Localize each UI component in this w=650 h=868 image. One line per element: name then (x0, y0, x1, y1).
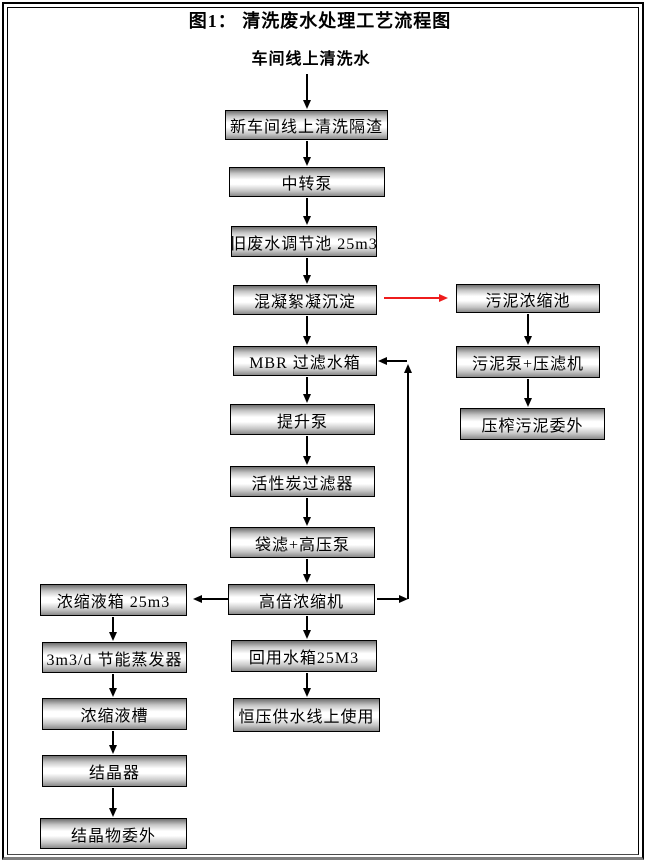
arrow-recycle-into-mbr (387, 360, 407, 362)
arrow-concentrate-tank-to-evaporator (112, 617, 114, 632)
arrow-thickener-to-sludge-pump (527, 314, 529, 336)
node-coagulation-sedimentation: 混凝絮凝沉淀 (233, 285, 377, 315)
node-pressed-sludge-outsourced: 压榨污泥委外 (460, 408, 605, 440)
arrow-equalization-to-coagulation (306, 258, 308, 275)
arrow-recycle-riser-up (407, 373, 409, 599)
arrow-crystallizer-to-outsourced (112, 788, 114, 808)
arrow-transfer-pump-to-equalization (306, 198, 308, 216)
node-activated-carbon-filter: 活性炭过滤器 (230, 466, 375, 497)
node-sludge-pump-filter-press: 污泥泵+压滤机 (456, 346, 600, 378)
arrow-bag-filter-to-concentrator (306, 559, 308, 574)
node-transfer-pump: 中转泵 (229, 167, 385, 197)
arrow-concentrator-to-recycle-riser (377, 598, 399, 600)
arrow-evaporator-to-trough (112, 674, 114, 688)
page-border-inner (7, 7, 639, 855)
node-crystallizer: 结晶器 (42, 755, 187, 787)
arrow-coagulation-to-mbr (306, 316, 308, 336)
node-new-line-screening: 新车间线上清洗隔渣 (225, 110, 388, 140)
arrow-screening-to-transfer-pump (306, 141, 308, 157)
arrow-lift-pump-to-carbon-filter (306, 436, 308, 456)
node-crystal-outsourced: 结晶物委外 (40, 818, 187, 849)
node-high-rate-concentrator: 高倍浓缩机 (228, 584, 375, 615)
node-bag-filter-hp-pump: 袋滤+高压泵 (230, 527, 375, 558)
arrow-reuse-tank-to-supply (306, 673, 308, 688)
node-lift-pump: 提升泵 (230, 404, 375, 435)
node-mbr-filter-tank: MBR 过滤水箱 (233, 346, 377, 376)
node-concentrate-trough: 浓缩液槽 (42, 698, 187, 730)
page-border-outer (2, 2, 644, 860)
arrow-mbr-to-lift-pump (306, 377, 308, 394)
arrow-coagulation-to-sludge-thickener (384, 297, 439, 299)
node-equalization-tank: 旧废水调节池 25m3 (230, 226, 377, 257)
node-concentrate-tank: 浓缩液箱 25m3 (40, 584, 187, 616)
arrow-carbon-filter-to-bag-filter (306, 498, 308, 517)
arrow-source-to-screening (306, 74, 308, 100)
node-constant-pressure-supply: 恒压供水线上使用 (233, 698, 380, 732)
arrow-concentrator-to-reuse-tank (306, 616, 308, 630)
page-title: 图1： 清洗废水处理工艺流程图 (188, 11, 452, 31)
arrow-trough-to-crystallizer (112, 731, 114, 745)
arrow-sludge-pump-to-outsourced (527, 379, 529, 398)
source-water-label: 车间线上清洗水 (251, 51, 371, 68)
node-sludge-thickener: 污泥浓缩池 (456, 284, 600, 313)
node-energy-saving-evaporator: 3m3/d 节能蒸发器 (42, 642, 187, 673)
node-reuse-water-tank: 回用水箱25M3 (231, 640, 377, 672)
arrow-concentrator-to-concentrate-tank (202, 598, 228, 600)
